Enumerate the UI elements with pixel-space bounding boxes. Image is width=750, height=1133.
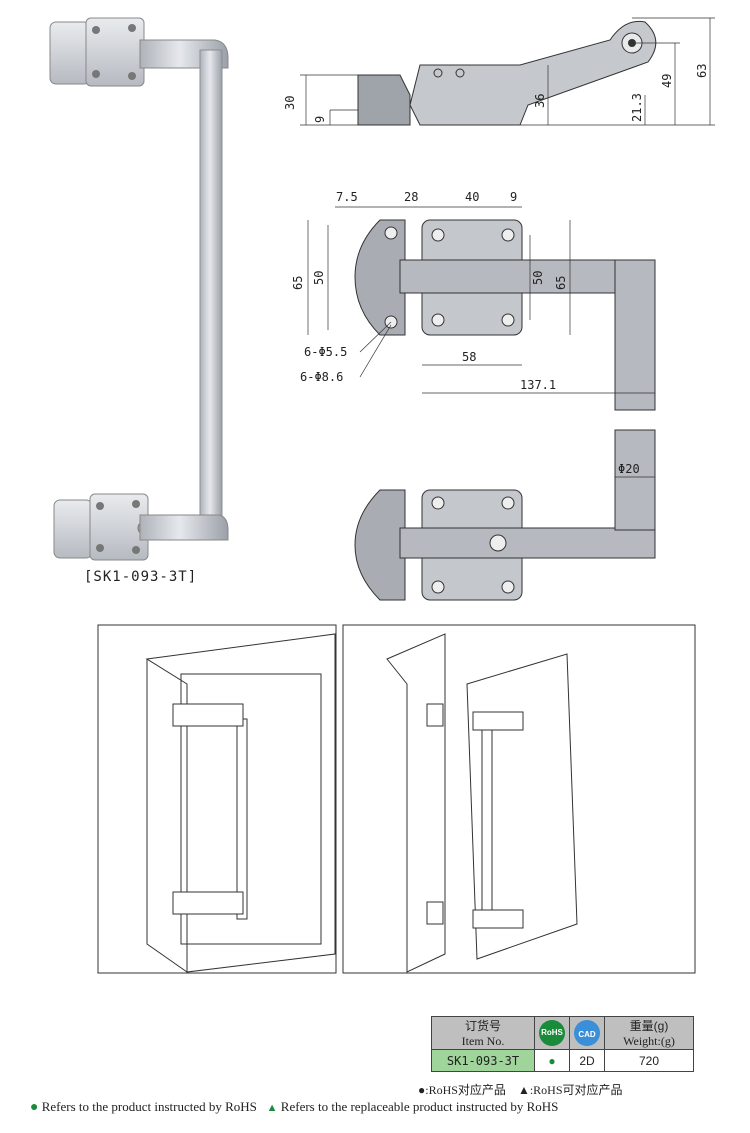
table-row: SK1-093-3T ● 2D 720 xyxy=(431,1049,694,1072)
header-weight: 重量(g) Weight:(g) xyxy=(604,1016,694,1050)
legend-cn-replace: ▲:RoHS可对应产品 xyxy=(517,1083,623,1097)
hole-large-label: 6-Φ8.6 xyxy=(300,370,343,384)
dim-50-left: 50 xyxy=(312,271,326,285)
dim-58: 58 xyxy=(462,350,476,364)
cad-badge-icon: CAD xyxy=(574,1020,600,1046)
legend-cn-rohs: ●:RoHS对应产品 xyxy=(418,1083,506,1097)
dim-9: 9 xyxy=(510,190,517,204)
dim-40: 40 xyxy=(465,190,479,204)
model-caption: [SK1-093-3T] xyxy=(84,569,198,585)
cell-item: SK1-093-3T xyxy=(431,1049,535,1072)
rohs-badge-icon: RoHS xyxy=(539,1020,565,1046)
product-photo xyxy=(49,17,229,561)
header-item-no: 订货号 Item No. xyxy=(431,1016,535,1050)
legend-en-replace: Refers to the replaceable product instru… xyxy=(280,1099,559,1114)
dim-21-3: 21.3 xyxy=(630,93,644,122)
hole-small-label: 6-Φ5.5 xyxy=(304,345,347,359)
dim-137-1: 137.1 xyxy=(520,378,556,392)
dim-36: 36 xyxy=(533,94,547,108)
dim-28: 28 xyxy=(404,190,418,204)
dim-30: 30 xyxy=(283,96,297,110)
dim-9: 9 xyxy=(313,116,327,123)
dim-7-5: 7.5 xyxy=(336,190,358,204)
dim-65-right: 65 xyxy=(554,276,568,290)
dim-65-left: 65 xyxy=(291,276,305,290)
header-cad: CAD xyxy=(569,1016,605,1050)
header-rohs: RoHS xyxy=(534,1016,570,1050)
legend-en-rohs: Refers to the product instructed by RoHS xyxy=(41,1099,257,1114)
top-view-drawing: 7.5 28 40 9 65 50 50 65 6-Φ5.5 6-Φ8.6 58… xyxy=(291,190,656,601)
legend-en: ● Refers to the product instructed by Ro… xyxy=(30,1099,558,1116)
spec-table: 订货号 Item No. RoHS CAD 重量(g) Weight:(g) S… xyxy=(431,1016,694,1072)
dim-63: 63 xyxy=(695,64,709,78)
dim-dia-20: Φ20 xyxy=(618,462,640,476)
dim-50-right: 50 xyxy=(531,271,545,285)
cell-rohs: ● xyxy=(534,1049,570,1072)
legend-cn: ●:RoHS对应产品 ▲:RoHS可对应产品 xyxy=(418,1081,623,1098)
side-view-drawing: 30 9 36 21.3 49 63 xyxy=(283,17,715,126)
triangle-icon: ▲ xyxy=(266,1102,278,1114)
dim-49: 49 xyxy=(660,74,674,88)
cell-cad: 2D xyxy=(569,1049,605,1072)
installation-illustrations xyxy=(97,624,696,974)
circle-icon: ● xyxy=(30,1100,39,1115)
cell-weight: 720 xyxy=(604,1049,694,1072)
